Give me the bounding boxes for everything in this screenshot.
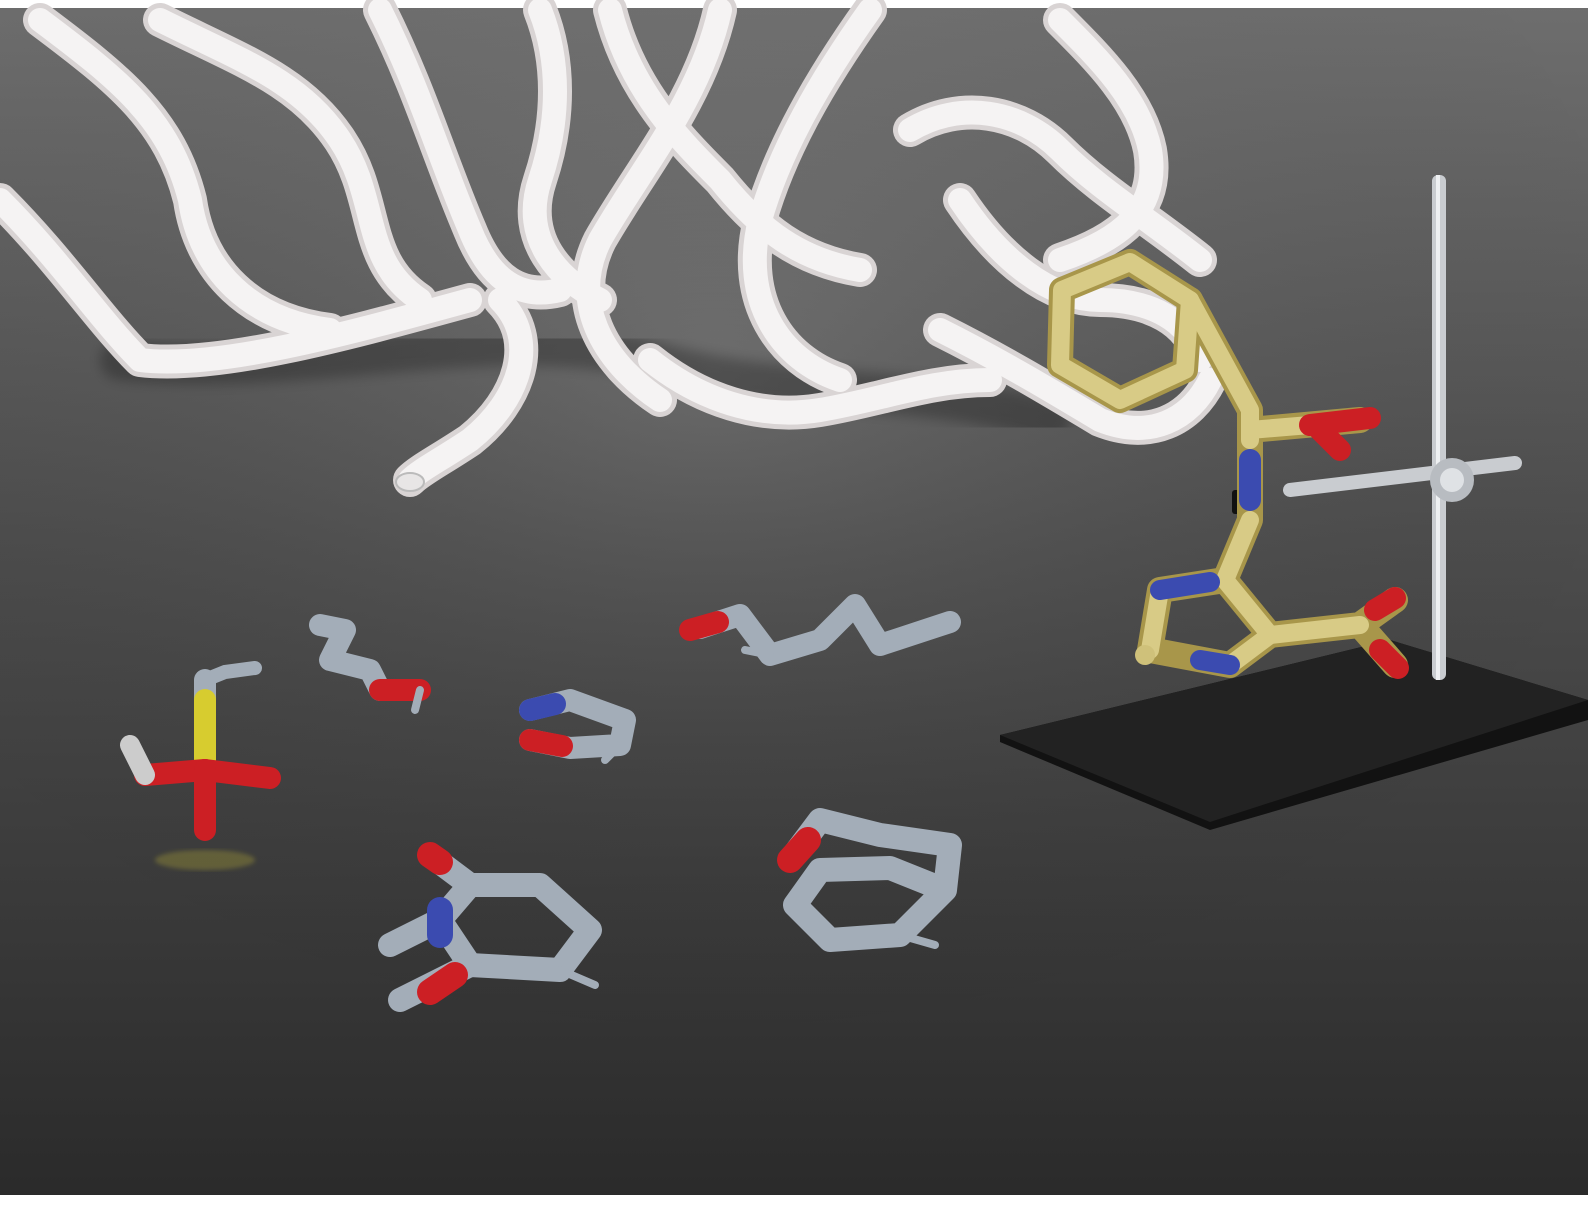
protein-ribbon [0,0,1227,497]
fragment-bicyclic-lactam [378,842,602,1012]
fragment-alkyl [679,594,961,666]
fragment-chain [309,614,431,714]
fragment-ring-no [519,689,636,764]
ligand-on-stand [1047,249,1409,679]
fragment-indane [777,808,962,952]
lab-stand [1000,175,1588,830]
fragment-sulfonate [120,661,281,870]
